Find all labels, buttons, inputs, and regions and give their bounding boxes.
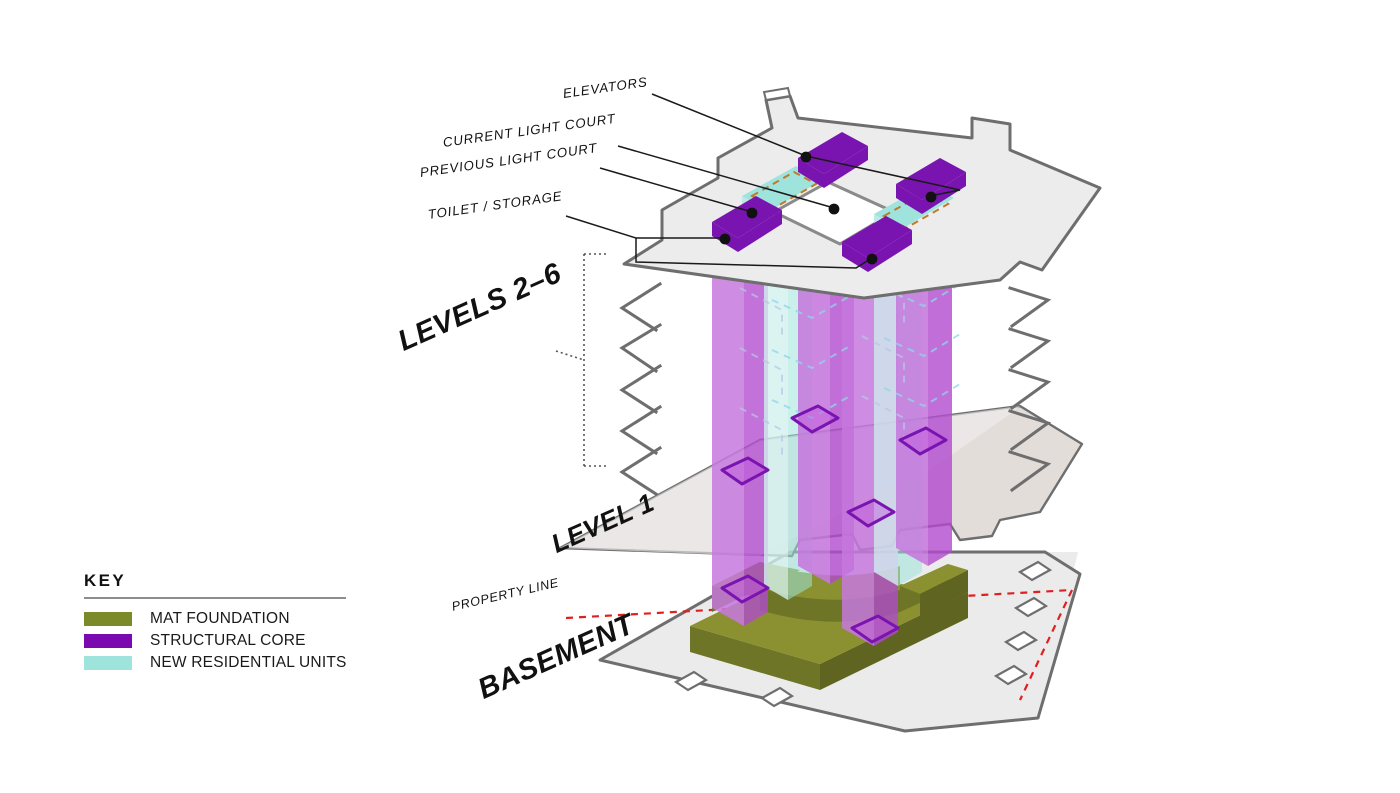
key-legend: KEY MAT FOUNDATION STRUCTURAL CORE NEW R… — [84, 572, 346, 674]
key-swatch-new-residential-units — [84, 655, 132, 670]
key-label-structural-core: STRUCTURAL CORE — [150, 631, 306, 649]
interior-core-dashed-hints — [739, 275, 905, 460]
levels-2-6-left-edges — [619, 281, 663, 497]
dot-elevator-b — [925, 191, 937, 203]
core-section-markers — [720, 404, 948, 644]
key-label-new-residential-units: NEW RESIDENTIAL UNITS — [150, 653, 347, 671]
key-item-mat-foundation: MAT FOUNDATION — [84, 608, 346, 629]
callout-leaders — [565, 93, 961, 269]
dot-toilet-storage-a — [719, 233, 731, 245]
dot-elevator-a — [800, 151, 812, 163]
callout-dots — [719, 151, 937, 265]
key-label-mat-foundation: MAT FOUNDATION — [150, 609, 290, 627]
previous-light-court-outline — [749, 170, 951, 230]
key-title: KEY — [84, 571, 127, 590]
dot-current-light-court — [828, 203, 840, 215]
levels-2-6-right-edges — [1008, 286, 1052, 493]
key-swatch-mat-foundation — [84, 611, 132, 626]
key-item-new-residential-units: NEW RESIDENTIAL UNITS — [84, 652, 346, 673]
core-shaft-back-left — [712, 232, 768, 626]
key-swatch-structural-core — [84, 633, 132, 648]
dot-previous-light-court — [746, 207, 758, 219]
levels-2-6-bracket — [555, 253, 608, 467]
key-divider — [84, 597, 346, 599]
dot-toilet-storage-b — [866, 253, 878, 265]
key-item-structural-core: STRUCTURAL CORE — [84, 630, 346, 651]
